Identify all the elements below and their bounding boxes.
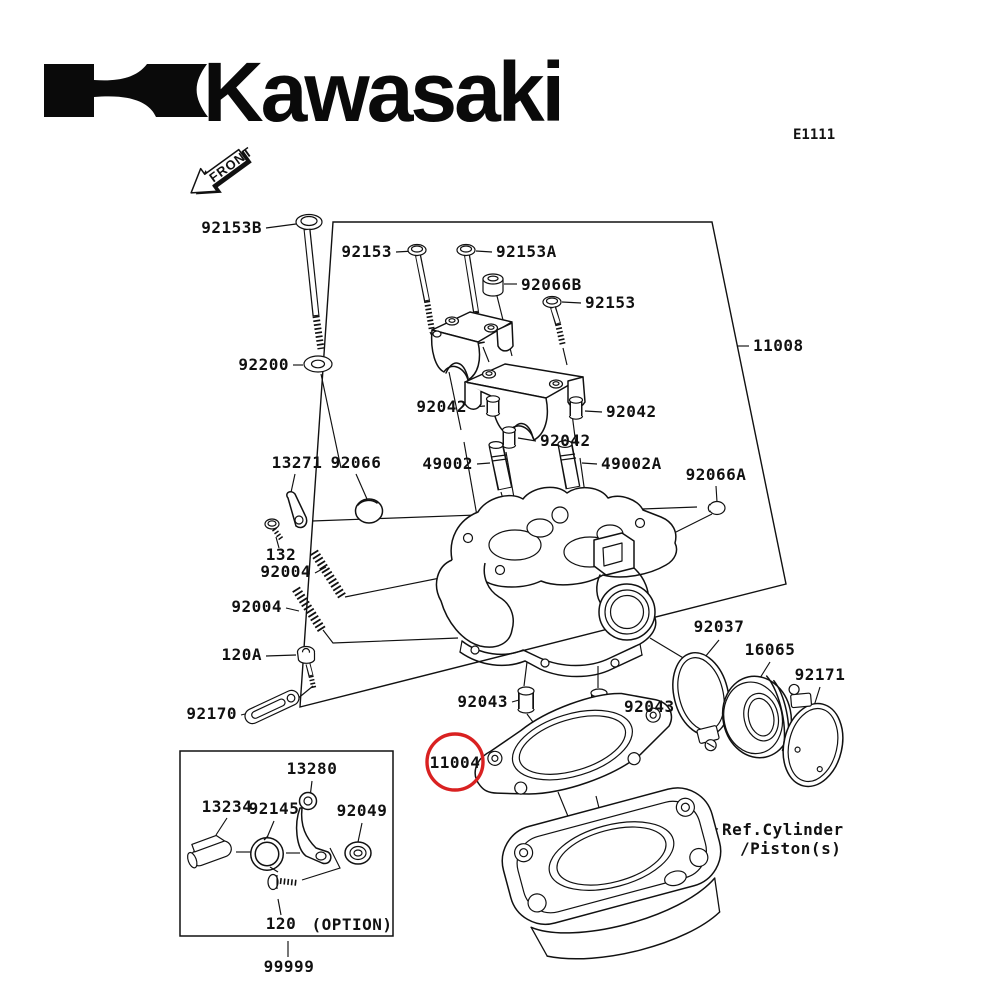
callout-120: 120: [266, 914, 296, 933]
callout-92066B: 92066B: [521, 275, 582, 294]
callout-92066A: 92066A: [686, 465, 747, 484]
callout-92042-right: 92042: [606, 402, 657, 421]
callout-49002: 49002: [422, 454, 473, 473]
callout-92153-1: 92153: [341, 242, 392, 261]
part-92153-bolt-1: [407, 243, 435, 332]
callout-92043-left: 92043: [457, 692, 508, 711]
part-13271-lever: [286, 491, 308, 529]
callout-49002A: 49002A: [601, 454, 662, 473]
part-132-bolt: [264, 518, 285, 542]
part-16065-intake-holder: [721, 675, 793, 759]
callout-92170: 92170: [186, 704, 237, 723]
part-92042-dowel-left: [485, 395, 501, 417]
callout-132: 132: [266, 545, 296, 564]
part-cylinder-head-11008: [435, 486, 678, 678]
part-92066-plug-disc: [354, 498, 384, 524]
callout-16065: 16065: [745, 640, 796, 659]
logo-flag-square: [44, 64, 94, 117]
part-92004-stud-1: [310, 549, 346, 599]
callout-11004-highlighted: 11004: [430, 753, 481, 772]
callout-92066: 92066: [331, 453, 382, 472]
part-92066B-plug: [482, 273, 504, 297]
logo-river-mark: [94, 64, 208, 117]
callout-92037: 92037: [694, 617, 745, 636]
kawasaki-logo: Kawasaki: [44, 45, 565, 139]
front-direction-arrow: FRONT: [190, 144, 255, 195]
callout-92004-1: 92004: [260, 562, 311, 581]
option-box: [179, 750, 394, 957]
part-92049-oil-seal: [344, 841, 372, 865]
part-92043-dowel-left: [517, 686, 535, 714]
part-13234-holder: [187, 834, 232, 869]
part-92066A-plug: [707, 500, 726, 516]
part-92042-dowel-right: [568, 396, 584, 420]
callout-92004-2: 92004: [231, 597, 282, 616]
ref-cylinder-line1: Ref.Cylinder: [722, 820, 844, 839]
callout-13234: 13234: [202, 797, 253, 816]
part-reference-cylinder: [501, 787, 722, 960]
part-92042-dowel-mid: [501, 426, 517, 449]
part-11004-head-gasket: [474, 692, 673, 795]
callout-120A: 120A: [221, 645, 262, 664]
leader-lines: [240, 223, 821, 830]
part-92004-stud-2: [292, 586, 326, 633]
part-92145-spring: [250, 835, 284, 873]
front-arrow-shape: [190, 148, 248, 194]
highlight-circle-11004: [425, 732, 485, 792]
part-49002-valve-guide: [488, 441, 513, 491]
callout-92042-mid: 92042: [540, 431, 591, 450]
callout-92200: 92200: [238, 355, 289, 374]
callout-13280: 13280: [287, 759, 338, 778]
brand-wordmark: Kawasaki: [203, 45, 562, 139]
callout-92153A: 92153A: [496, 242, 557, 261]
part-camshaft-cap-intake: [464, 363, 586, 441]
part-92200-washer: [303, 355, 333, 373]
callout-11008: 11008: [753, 336, 804, 355]
callout-labels: 92153B 92153 92153A 92066B 92153 11008 9…: [186, 218, 845, 772]
callout-99999: 99999: [264, 957, 315, 976]
diagram-code: E1111: [793, 127, 835, 143]
option-box-labels: 13280 13234 92145 92049 120 (OPTION) 999…: [202, 759, 392, 976]
callout-92153-2: 92153: [585, 293, 636, 312]
ref-cylinder-line2: /Piston(s): [740, 839, 841, 858]
option-label: (OPTION): [311, 915, 392, 934]
part-92170-stay: [244, 689, 300, 725]
callout-92171: 92171: [795, 665, 846, 684]
callout-92153B: 92153B: [201, 218, 262, 237]
part-120-bolt: [267, 873, 299, 891]
part-92153B-bolt: [295, 213, 325, 350]
part-92153-bolt-2: [542, 295, 566, 347]
assembly-boundary-11008: [299, 221, 787, 708]
reference-label: Ref.Cylinder /Piston(s): [722, 820, 844, 858]
part-49002A-valve-guide: [557, 440, 581, 490]
part-13280-lever: [295, 791, 332, 865]
callout-92049: 92049: [337, 801, 388, 820]
part-92171-clamp: [782, 683, 844, 788]
callout-92145: 92145: [249, 799, 300, 818]
callout-92042-left: 92042: [416, 397, 467, 416]
callout-92043-right: 92043: [624, 697, 675, 716]
part-92037-clamp: [672, 651, 730, 752]
part-camshaft-cap-exhaust: [430, 311, 514, 381]
callout-13271: 13271: [272, 453, 323, 472]
part-120A-bolt: [296, 645, 317, 690]
